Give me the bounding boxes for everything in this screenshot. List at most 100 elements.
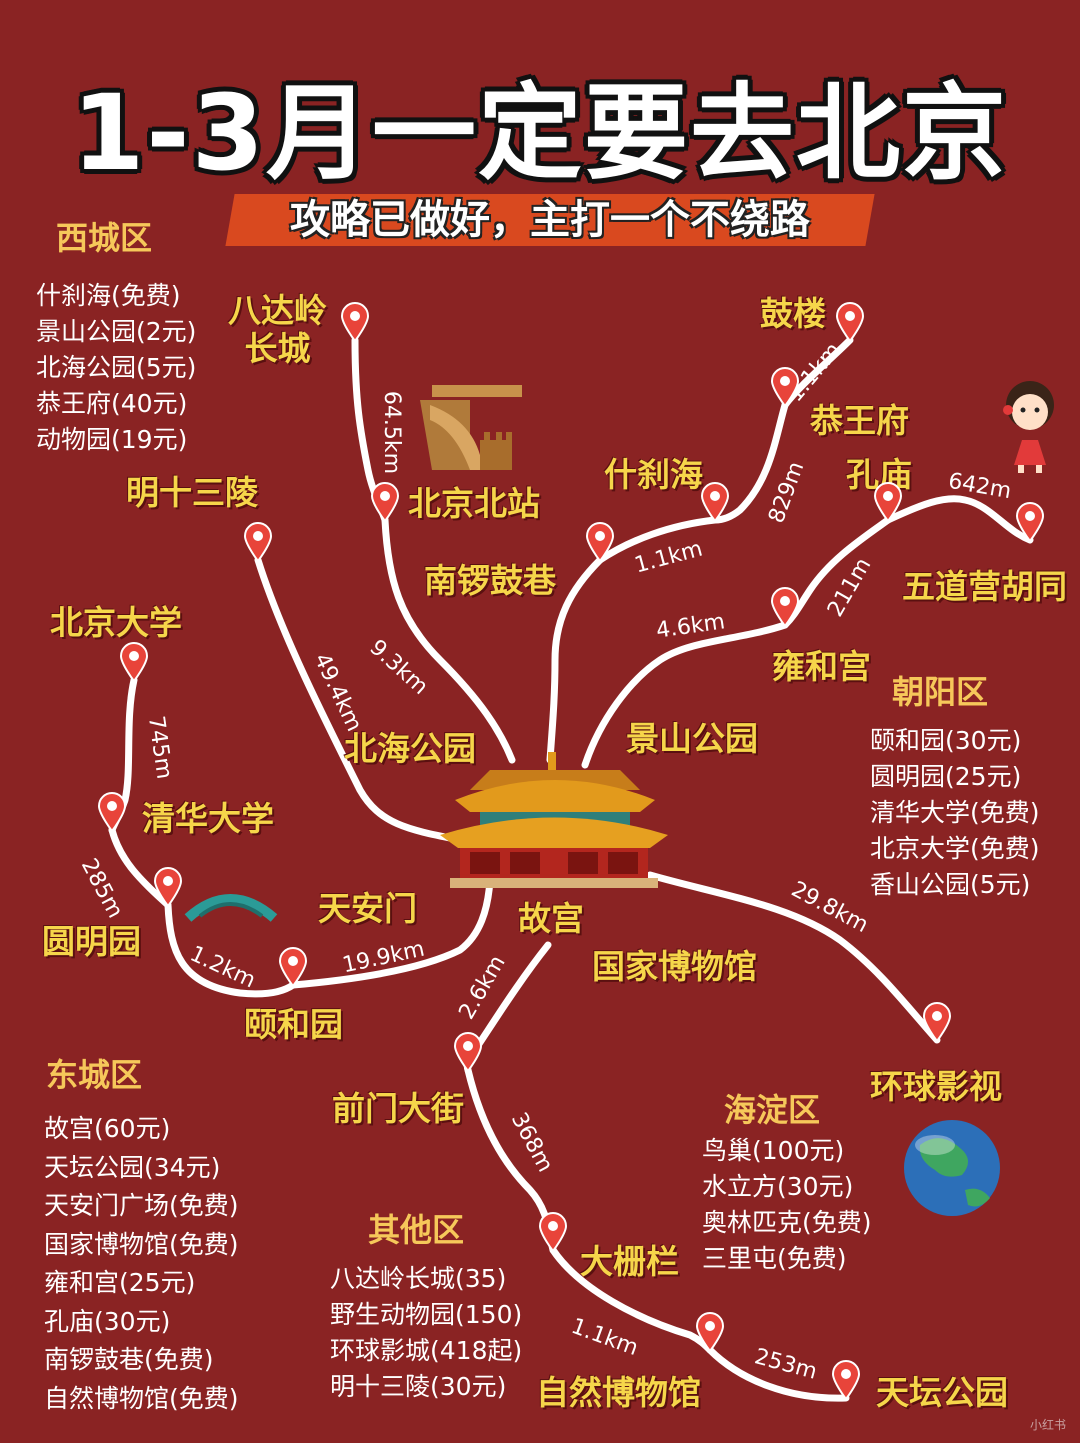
list-item: 天坛公园(34元) [44,1152,221,1182]
list-item: 奥林匹克(免费) [702,1208,872,1237]
place-shichahai: 什刹海 [604,455,703,494]
map-pin-icon [695,1312,725,1353]
place-beijing-north: 北京北站 [408,484,540,523]
district-other-header: 其他区 [358,1210,474,1250]
place-gugong: 故宫 [518,899,584,938]
route-ming13-gugong [254,556,464,844]
route-kongmiao-wudaoying [884,495,1034,544]
district-dongcheng-header: 东城区 [36,1055,152,1095]
list-item: 北海公园(5元) [36,353,197,382]
list-item: 恭王府(40元) [36,389,188,418]
district-chaoyang-list: 颐和园(30元) 圆明园(25元) 清华大学(免费) 北京大学(免费) 香山公园… [870,723,1040,903]
map-pin-icon [770,587,800,628]
map-pin-icon [873,482,903,523]
route-yonghe-jingshan [581,621,789,769]
globe-icon [904,1120,1000,1216]
route-yihe-gugong [289,876,494,989]
place-guobo: 国家博物馆 [592,947,757,986]
place-badaling: 八达岭 长城 [228,291,327,368]
place-wudaoying: 五道营胡同 [902,567,1067,606]
place-yiheyuan: 颐和园 [244,1005,343,1044]
list-item: 清华大学(免费) [870,798,1040,827]
watermark: 小红书 [1029,1418,1066,1432]
route-yuanming-yihe [164,901,297,998]
map-pin-icon [153,867,183,908]
map-pin-icon [1015,502,1045,543]
list-item: 香山公园(5元) [870,870,1031,899]
place-gulou: 鼓楼 [760,294,826,333]
map-pin-icon [770,367,800,408]
route-shichahai-nanluo [596,516,719,564]
district-dongcheng-list: 故宫(60元) 天坛公园(34元) 天安门广场(免费) 国家博物馆(免费) 雍和… [44,1110,239,1418]
list-item: 北京大学(免费) [870,834,1040,863]
page-subtitle: 攻略已做好，主打一个不绕路 [290,197,810,243]
list-item: 水立方(30元) [702,1172,854,1201]
list-item: 天安门广场(免费) [44,1191,239,1220]
place-yuanmingyuan: 圆明园 [42,922,141,961]
district-xicheng-list: 什刹海(免费) 景山公园(2元) 北海公园(5元) 恭王府(40元) 动物园(1… [36,278,196,458]
place-ming13: 明十三陵 [126,473,258,512]
list-item: 南锣鼓巷(免费) [44,1345,214,1374]
list-item: 动物园(19元) [36,425,188,454]
list-item: 孔庙(30元) [44,1306,171,1336]
list-item: 明十三陵(30元) [330,1372,507,1401]
map-pin-icon [97,792,127,833]
place-qianmen: 前门大街 [332,1089,464,1128]
routes [108,336,1034,1402]
place-tsinghua: 清华大学 [142,799,274,838]
route-gugong-universal [646,871,941,1044]
district-haidian-list: 鸟巢(100元) 水立方(30元) 奥林匹克(免费) 三里屯(免费) [702,1133,872,1277]
map-pin-icon [453,1032,483,1073]
route-dashilan-ziran [549,1246,714,1354]
map-pin-icon [119,642,149,683]
palace-illustration [440,752,668,888]
list-item: 野生动物园(150) [330,1300,523,1329]
list-item: 景山公园(2元) [36,317,197,346]
place-beihai: 北海公园 [344,729,476,768]
list-item: 八达岭长城(35) [330,1264,507,1293]
route-kongmiao-yonghe [781,516,892,629]
distance-label: 64.5km [379,390,405,475]
map-pin-icon [538,1212,568,1253]
place-tiantan: 天坛公园 [876,1373,1008,1412]
place-yonghegong: 雍和宫 [772,647,871,686]
place-tiananmen: 天安门 [318,889,417,928]
route-gongwangfu-shichahai [711,401,789,524]
district-other-list: 八达岭长城(35) 野生动物园(150) 环球影城(418起) 明十三陵(30元… [330,1261,522,1405]
map-pin-icon [700,482,730,523]
map-pin-icon [243,522,273,563]
list-item: 国家博物馆(免费) [44,1229,239,1259]
list-item: 颐和园(30元) [870,726,1022,755]
district-xicheng-header: 西城区 [46,218,162,258]
map-pin-icon [340,302,370,343]
district-chaoyang-header: 朝阳区 [882,672,998,712]
list-item: 环球影城(418起) [330,1336,523,1365]
list-item: 鸟巢(100元) [702,1136,845,1165]
place-ziranbowuguan: 自然博物馆 [536,1373,701,1412]
route-ziran-tiantan [706,1346,850,1402]
place-pku: 北京大学 [50,603,182,642]
place-universal: 环球影视 [870,1067,1002,1106]
list-item: 雍和宫(25元) [44,1268,196,1297]
map-pin-icon [585,522,615,563]
list-item: 圆明园(25元) [870,762,1022,791]
map-pin-icon [278,947,308,988]
map-pin-icon [835,302,865,343]
route-north-beihai [381,516,516,764]
great-wall-icon [420,385,522,470]
list-item: 三里屯(免费) [702,1244,847,1273]
place-dashilan: 大栅栏 [580,1242,679,1281]
map-pin-icon [831,1360,861,1401]
place-nanluoguxiang: 南锣鼓巷 [424,561,556,600]
page-title: 1-3月一定要去北京 [72,72,1008,194]
place-jingshan: 景山公园 [626,719,758,758]
route-tsinghua-yuanming [108,826,172,909]
map-pin-icon [922,1002,952,1043]
map-pin-icon [370,482,400,523]
route-nanluo-gugong [546,556,604,764]
list-item: 自然博物馆(免费) [44,1383,239,1413]
bridge-icon [184,894,278,922]
district-haidian-header: 海淀区 [714,1090,830,1130]
